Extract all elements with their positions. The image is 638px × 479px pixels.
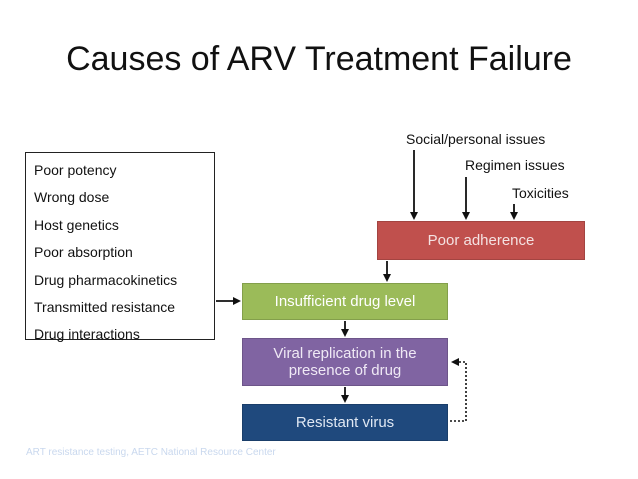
poor-adherence-box: Poor adherence [377, 221, 585, 260]
cause-item: Drug interactions [34, 326, 140, 343]
viral-replication-label: Viral replication in the presence of dru… [273, 345, 417, 379]
viral-replication-box: Viral replication in the presence of dru… [242, 338, 448, 386]
cause-item: Drug pharmacokinetics [34, 271, 178, 288]
insufficient-drug-level-box: Insufficient drug level [242, 283, 448, 320]
social-issues-label: Social/personal issues [406, 131, 546, 147]
resistant-virus-box: Resistant virus [242, 404, 448, 441]
regimen-issues-label: Regimen issues [465, 157, 565, 173]
arrow-feedback-loop [450, 358, 467, 422]
insufficient-drug-level-label: Insufficient drug level [274, 293, 416, 310]
resistant-virus-label: Resistant virus [295, 414, 395, 431]
poor-adherence-label: Poor adherence [427, 232, 535, 249]
cause-item: Wrong dose [34, 189, 110, 206]
cause-item: Host genetics [34, 216, 119, 233]
slide-title: Causes of ARV Treatment Failure [66, 40, 572, 78]
toxicities-label: Toxicities [512, 185, 569, 201]
causes-list-box: Poor potency Wrong dose Host genetics Po… [25, 152, 215, 342]
source-footer: ART resistance testing, AETC National Re… [26, 447, 276, 458]
cause-item: Poor potency [34, 162, 117, 178]
cause-item: Transmitted resistance [34, 299, 176, 316]
cause-item: Poor absorption [34, 244, 133, 261]
